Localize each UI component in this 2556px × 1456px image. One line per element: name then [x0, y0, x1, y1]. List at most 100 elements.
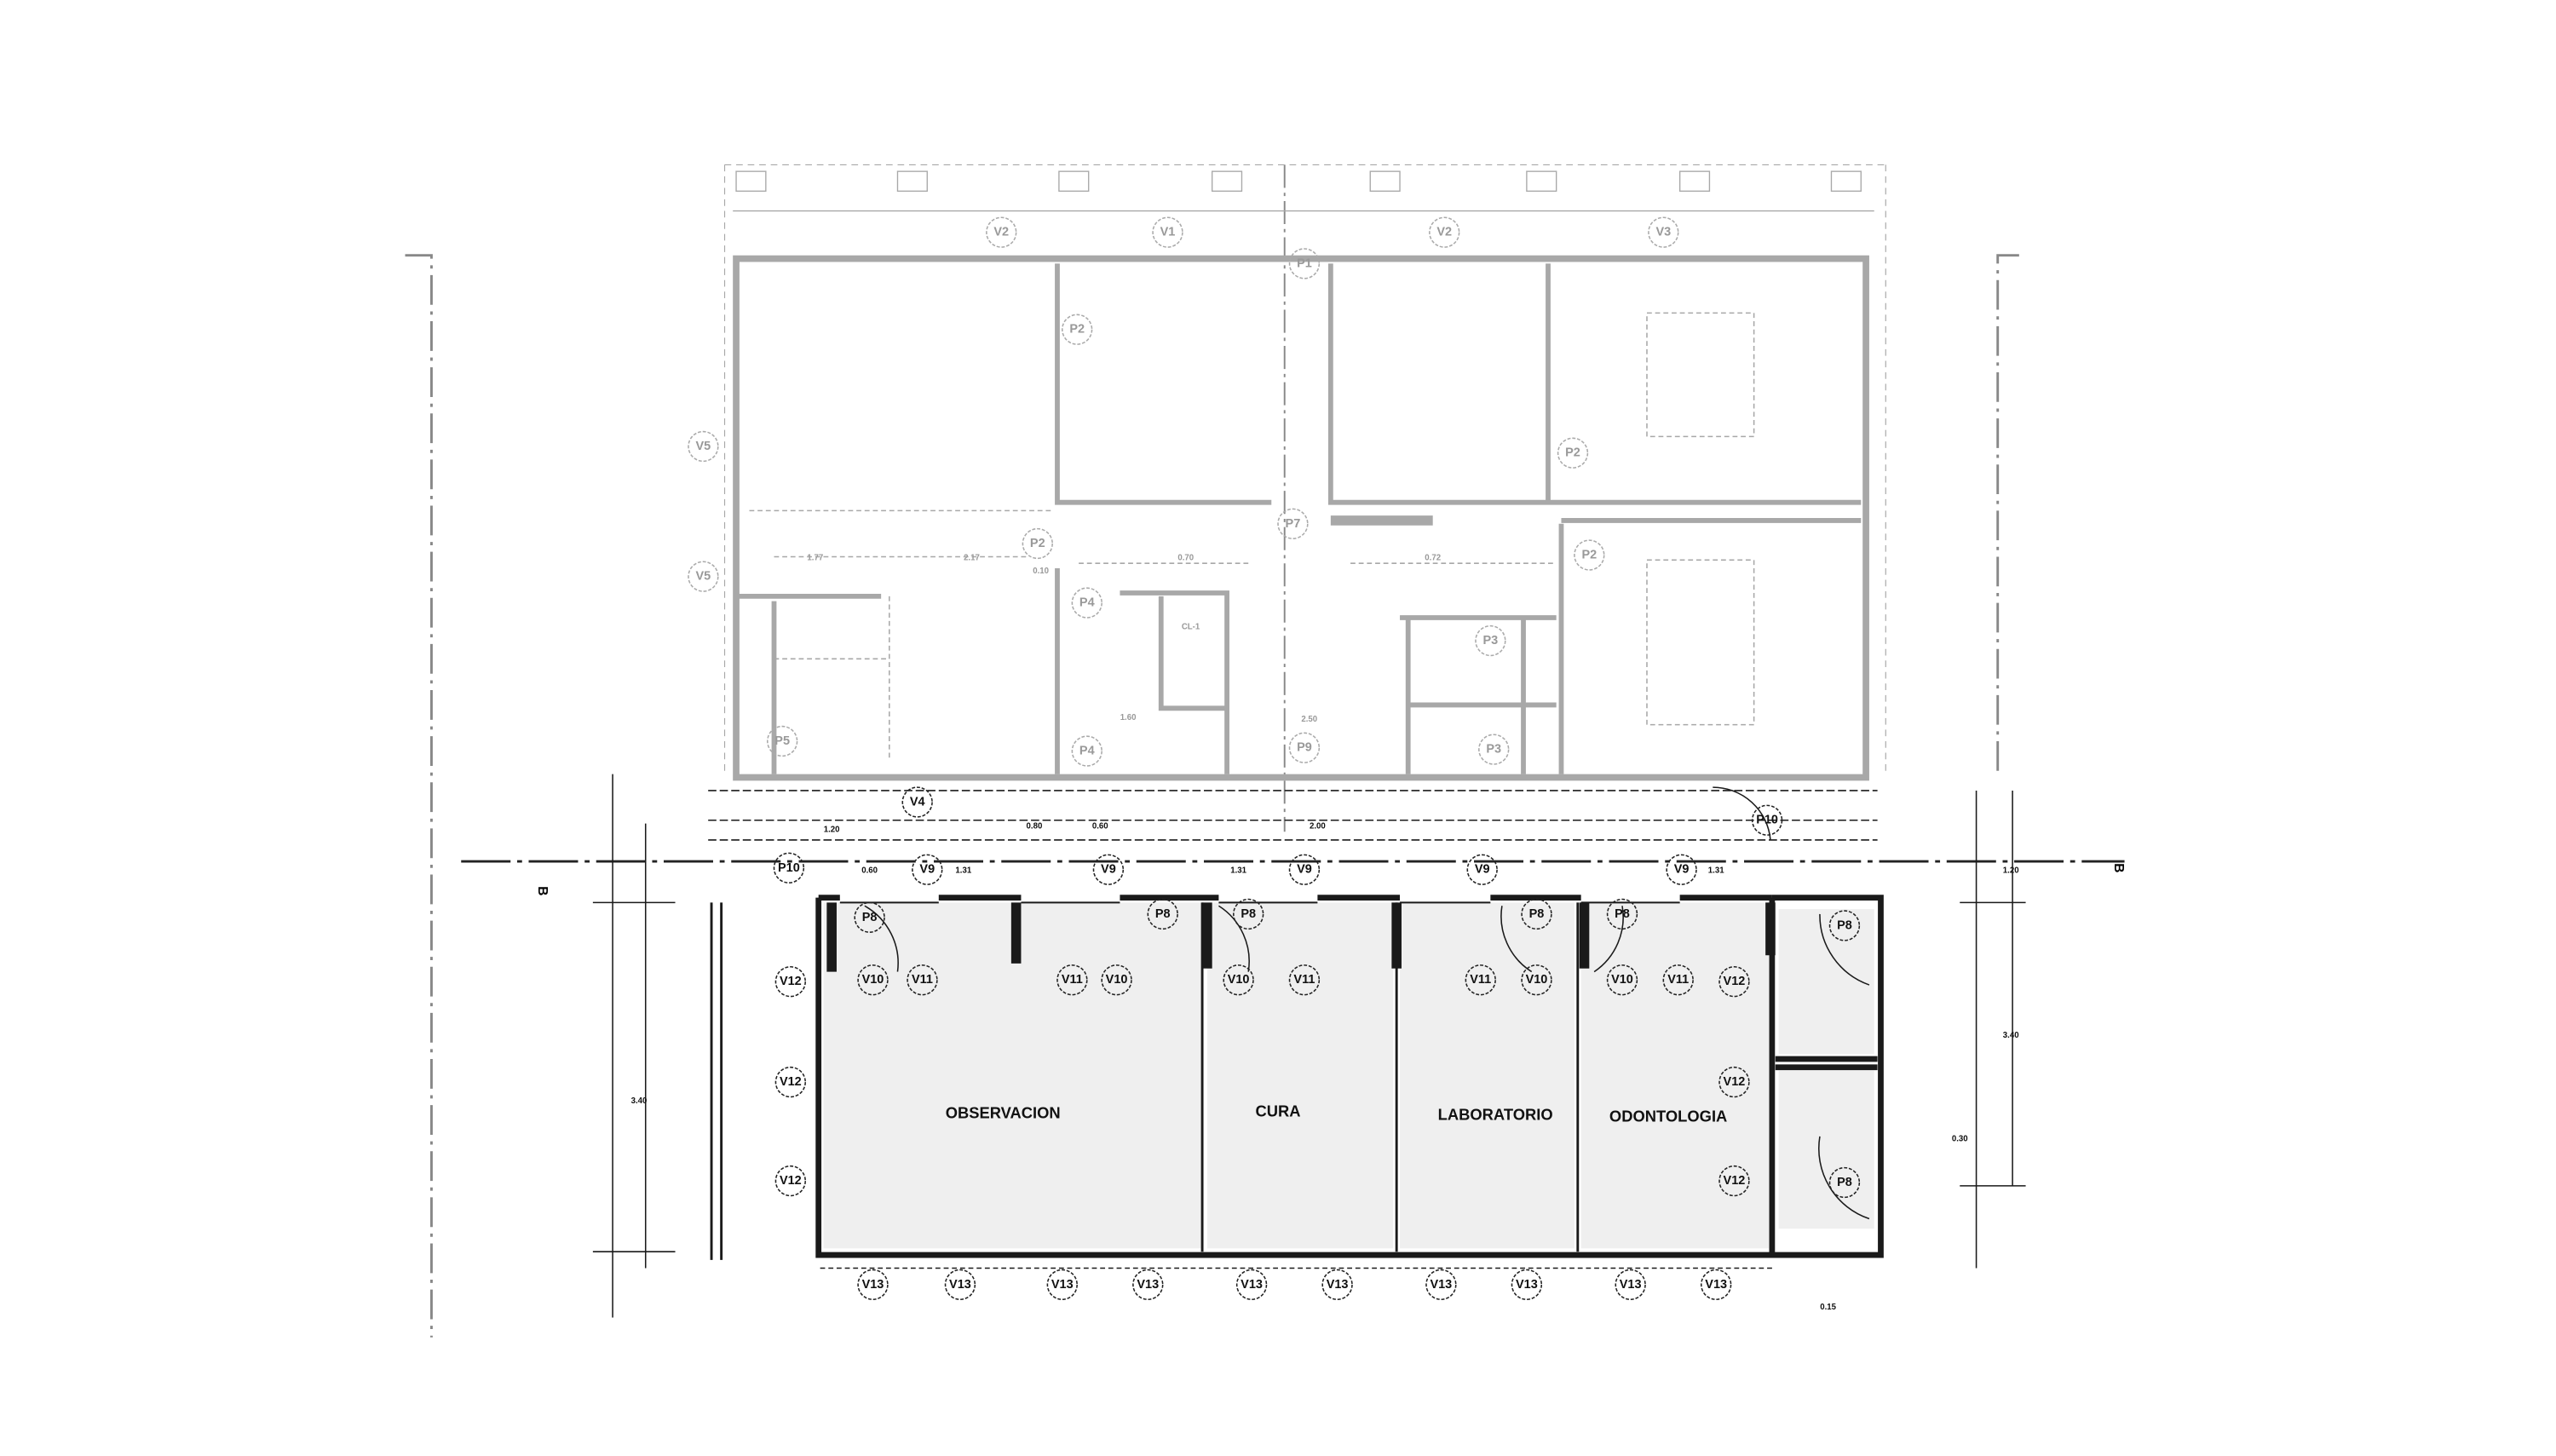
tag-p2: P2	[1581, 549, 1597, 562]
tag-p8: P8	[1529, 907, 1545, 921]
tag-bubble	[1466, 854, 1498, 885]
dimension-label: 0.60	[1092, 821, 1108, 831]
dimension-label: 0.80	[1027, 821, 1043, 831]
dimension-label: 2.00	[1310, 821, 1326, 831]
tag-bubble	[774, 1066, 807, 1098]
tag-bubble	[854, 901, 885, 933]
tag-bubble	[1071, 587, 1102, 619]
tag-v13: V13	[1705, 1278, 1727, 1292]
tag-p4: P4	[1079, 745, 1095, 758]
tag-v13: V13	[862, 1278, 884, 1292]
tag-bubble	[1046, 1269, 1078, 1301]
tag-bubble	[1235, 1269, 1268, 1301]
dimension-label: 0.70	[1177, 553, 1194, 562]
tag-bubble	[1147, 898, 1178, 930]
dimension-label: 0.30	[1952, 1135, 1968, 1144]
tag-p8: P8	[862, 911, 878, 924]
tag-v12: V12	[1724, 975, 1746, 988]
dimension-label: 1.20	[2003, 866, 2019, 876]
tag-p8: P8	[1837, 918, 1852, 932]
tag-bubble	[1062, 314, 1093, 345]
new-building-plan	[592, 774, 2026, 1318]
tag-bubble	[1662, 964, 1694, 996]
tag-v5: V5	[696, 440, 711, 453]
tag-bubble	[1321, 1269, 1353, 1301]
tag-bubble	[1288, 854, 1321, 885]
room-labels: OBSERVACION CURA LABORATORIO ODONTOLOGIA	[946, 1102, 1728, 1125]
tag-bubble	[1092, 854, 1125, 885]
room-fills	[823, 902, 1874, 1249]
tag-p8: P8	[1155, 907, 1171, 921]
tag-v1: V1	[1160, 226, 1176, 239]
tag-bubble	[1056, 964, 1088, 996]
tag-v5: V5	[696, 570, 711, 584]
tag-bubble	[1828, 1166, 1861, 1199]
tag-bubble	[944, 1269, 976, 1301]
tag-v10: V10	[1526, 973, 1548, 987]
room-label-cura: CURA	[1255, 1102, 1300, 1120]
tag-v11: V11	[1062, 973, 1083, 987]
tag-bubble	[1277, 508, 1309, 539]
tag-bubble	[1022, 527, 1053, 560]
closet-note: CL-1	[1182, 623, 1200, 632]
right-boundary-dashed	[1996, 254, 2019, 774]
dimension-label: 0.10	[1033, 567, 1049, 576]
tag-bubble	[1425, 1269, 1457, 1301]
tag-v2: V2	[993, 226, 1009, 239]
dimension-label: 1.31	[1708, 866, 1724, 876]
tag-v12: V12	[780, 975, 802, 988]
tag-bubble	[1511, 1269, 1543, 1301]
tag-v12: V12	[780, 1075, 802, 1089]
tag-v11: V11	[1470, 973, 1491, 987]
axis-marker-right: B	[2111, 863, 2126, 872]
tag-v3: V3	[1655, 226, 1671, 239]
tag-bubble	[1574, 539, 1605, 571]
tag-p3: P3	[1486, 743, 1501, 757]
tag-v10: V10	[862, 973, 884, 987]
tag-bubble	[1233, 898, 1264, 930]
dimension-label: 3.40	[2003, 1031, 2019, 1040]
tag-p4: P4	[1079, 596, 1095, 610]
dimension-label: 1.20	[824, 825, 840, 834]
tag-v13: V13	[1241, 1278, 1263, 1292]
tag-v9: V9	[1101, 863, 1116, 877]
tag-bubble	[1223, 964, 1254, 996]
tag-bubble	[1718, 1165, 1750, 1197]
dimension-label: 0.72	[1425, 553, 1441, 562]
tag-v4: V4	[910, 795, 925, 809]
tag-bubble	[1828, 910, 1861, 941]
tag-v11: V11	[1667, 973, 1689, 987]
tag-bubble	[1429, 216, 1460, 248]
axis-marker-left: B	[535, 886, 550, 895]
tag-p5: P5	[774, 734, 790, 748]
dimension-label: 0.60	[861, 866, 878, 876]
tag-bubble	[857, 1269, 889, 1301]
tag-bubble	[688, 430, 719, 463]
tag-bubble	[1101, 964, 1132, 996]
room-label-observacion: OBSERVACION	[946, 1104, 1061, 1122]
tag-v10: V10	[1228, 973, 1250, 987]
room-label-laboratorio: LABORATORIO	[1438, 1106, 1553, 1124]
tag-bubble	[1478, 734, 1510, 765]
dimension-label: 1.60	[1120, 713, 1137, 722]
tag-v9: V9	[1674, 863, 1690, 877]
tag-bubble	[1288, 248, 1321, 279]
tag-p8: P8	[1615, 907, 1630, 921]
tag-bubble	[907, 964, 938, 996]
tag-bubble	[1701, 1269, 1732, 1301]
tag-bubble	[901, 786, 933, 818]
existing-building-plan	[723, 164, 1886, 781]
tag-bubble	[1606, 964, 1638, 996]
tag-p10: P10	[1756, 814, 1778, 827]
tag-v11: V11	[912, 973, 933, 987]
tag-v9: V9	[1475, 863, 1490, 877]
dimension-label: 3.40	[631, 1096, 648, 1106]
tag-bubble	[1288, 732, 1321, 763]
tag-p8: P8	[1837, 1176, 1852, 1189]
tag-p1: P1	[1297, 256, 1312, 270]
tag-bubble	[857, 964, 889, 996]
tag-bubble	[767, 725, 798, 757]
tag-bubble	[774, 1165, 807, 1197]
tag-bubble	[688, 561, 719, 592]
dimension-label: 0.15	[1820, 1303, 1836, 1312]
